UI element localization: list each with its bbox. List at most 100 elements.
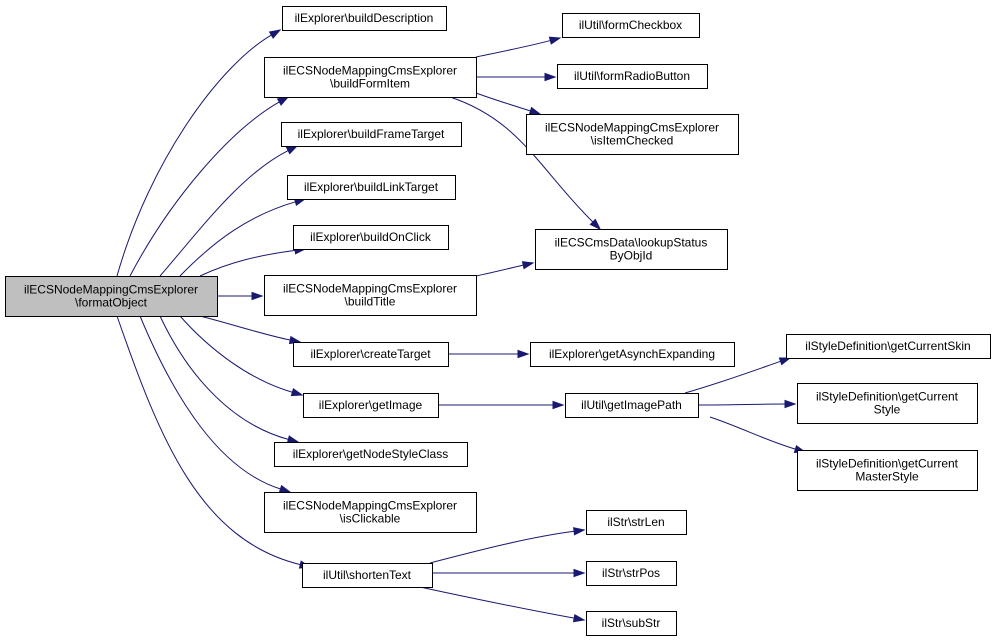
- node-n_sub[interactable]: ilStr\subStr: [586, 611, 677, 636]
- node-label-n_link-0: ilExplorer\buildLinkTarget: [304, 180, 439, 194]
- node-box-n_ctgt[interactable]: [293, 342, 449, 367]
- node-root[interactable]: ilECSNodeMappingCmsExplorer\formatObject: [5, 276, 218, 317]
- node-box-n_click[interactable]: [293, 225, 449, 250]
- node-n_ctgt[interactable]: ilExplorer\createTarget: [293, 342, 449, 367]
- node-label-n_style-1: Style: [874, 403, 901, 417]
- node-n_gimg[interactable]: ilExplorer\getImage: [303, 393, 439, 418]
- node-n_gnsc[interactable]: ilExplorer\getNodeStyleClass: [274, 442, 468, 467]
- node-n_ipath[interactable]: ilUtil\getImagePath: [565, 393, 699, 418]
- edge-root-to-n_form: [129, 101, 280, 277]
- arrowhead-root-to-n_frame: [285, 145, 299, 155]
- edge-n_ipath-to-n_style: [697, 403, 786, 406]
- node-n_click[interactable]: ilExplorer\buildOnClick: [293, 225, 449, 250]
- node-box-n_iscl[interactable]: [264, 492, 477, 533]
- node-box-n_ischk[interactable]: [526, 114, 739, 155]
- arrowhead-root-to-n_iscl: [278, 484, 292, 493]
- edge-n_ipath-to-n_mstyle: [709, 416, 796, 450]
- node-n_async[interactable]: ilExplorer\getAsynchExpanding: [530, 342, 735, 367]
- nodes-layer: ilECSNodeMappingCmsExplorer\formatObject…: [5, 6, 991, 636]
- node-label-n_gimg-0: ilExplorer\getImage: [319, 398, 423, 412]
- node-box-n_slen[interactable]: [586, 510, 687, 535]
- node-n_radio[interactable]: ilUtil\formRadioButton: [557, 64, 708, 89]
- edge-root-to-n_click: [199, 249, 296, 277]
- node-box-n_ipath[interactable]: [565, 393, 699, 418]
- node-n_form[interactable]: ilECSNodeMappingCmsExplorer\buildFormIte…: [264, 57, 477, 98]
- node-box-n_async[interactable]: [530, 342, 735, 367]
- edge-n_title-to-n_look: [475, 264, 524, 277]
- node-label-n_ctgt-0: ilExplorer\createTarget: [310, 347, 431, 361]
- node-box-n_look[interactable]: [535, 229, 728, 270]
- arrowhead-n_form-to-n_radio: [544, 72, 557, 82]
- node-box-n_title[interactable]: [264, 275, 477, 316]
- node-box-n_skin[interactable]: [786, 334, 991, 359]
- node-n_spos[interactable]: ilStr\strPos: [586, 561, 677, 586]
- node-n_slen[interactable]: ilStr\strLen: [586, 510, 687, 535]
- edge-root-to-n_iscl: [139, 315, 281, 490]
- node-label-n_style-0: ilStyleDefinition\getCurrent: [816, 390, 959, 404]
- arrowhead-n_ctgt-to-n_async: [517, 349, 530, 359]
- edges-layer: [116, 29, 807, 623]
- node-label-n_click-0: ilExplorer\buildOnClick: [310, 230, 432, 244]
- arrowhead-root-to-n_form: [276, 96, 290, 106]
- node-label-n_iscl-1: \isClickable: [340, 512, 401, 526]
- node-n_title[interactable]: ilECSNodeMappingCmsExplorer\buildTitle: [264, 275, 477, 316]
- arrowhead-n_form-to-n_chk: [548, 36, 562, 45]
- node-label-n_mstyle-0: ilStyleDefinition\getCurrent: [816, 457, 959, 471]
- node-n_desc[interactable]: ilExplorer\buildDescription: [282, 6, 447, 31]
- node-box-n_chk[interactable]: [562, 13, 700, 38]
- arrowhead-n_title-to-n_look: [521, 261, 535, 270]
- node-label-n_ischk-1: \isItemChecked: [591, 134, 674, 148]
- edge-root-to-n_link: [179, 201, 296, 277]
- node-n_iscl[interactable]: ilECSNodeMappingCmsExplorer\isClickable: [264, 492, 477, 533]
- node-box-n_form[interactable]: [264, 57, 477, 98]
- edge-n_ipath-to-n_skin: [684, 360, 781, 394]
- node-label-n_short-0: ilUtil\shortenText: [323, 568, 412, 582]
- edge-root-to-n_short: [116, 315, 301, 566]
- node-box-n_sub[interactable]: [586, 611, 677, 636]
- node-n_skin[interactable]: ilStyleDefinition\getCurrentSkin: [786, 334, 991, 359]
- node-label-n_radio-0: ilUtil\formRadioButton: [574, 69, 690, 83]
- node-label-root-0: ilECSNodeMappingCmsExplorer: [24, 283, 198, 297]
- node-box-n_radio[interactable]: [557, 64, 708, 89]
- node-box-n_style[interactable]: [797, 383, 978, 424]
- node-n_ischk[interactable]: ilECSNodeMappingCmsExplorer\isItemChecke…: [526, 114, 739, 155]
- node-box-n_mstyle[interactable]: [797, 450, 978, 491]
- node-box-n_spos[interactable]: [586, 561, 677, 586]
- node-label-n_title-1: \buildTitle: [345, 295, 396, 309]
- node-label-n_gnsc-0: ilExplorer\getNodeStyleClass: [293, 447, 448, 461]
- node-box-n_short[interactable]: [302, 563, 433, 588]
- node-n_link[interactable]: ilExplorer\buildLinkTarget: [287, 175, 456, 200]
- node-label-n_look-0: ilECSCmsData\lookupStatus: [555, 236, 708, 250]
- arrowhead-root-to-n_gimg: [290, 388, 304, 397]
- arrowhead-n_ipath-to-n_skin: [778, 357, 792, 366]
- node-label-n_chk-0: ilUtil\formCheckbox: [579, 18, 682, 32]
- edge-root-to-n_ctgt: [199, 315, 291, 341]
- node-box-n_gimg[interactable]: [303, 393, 439, 418]
- arrowhead-n_form-to-n_look: [589, 218, 602, 231]
- node-label-root-1: \formatObject: [75, 296, 148, 310]
- arrowhead-n_short-to-n_spos: [573, 568, 586, 578]
- node-label-n_title-0: ilECSNodeMappingCmsExplorer: [283, 282, 457, 296]
- node-n_short[interactable]: ilUtil\shortenText: [302, 563, 433, 588]
- node-label-n_skin-0: ilStyleDefinition\getCurrentSkin: [805, 339, 970, 353]
- node-label-n_ipath-0: ilUtil\getImagePath: [581, 398, 682, 412]
- node-label-n_form-1: \buildFormItem: [330, 77, 410, 91]
- node-n_frame[interactable]: ilExplorer\buildFrameTarget: [281, 122, 462, 147]
- node-box-n_desc[interactable]: [282, 6, 447, 31]
- edge-n_form-to-n_chk: [475, 40, 551, 58]
- node-box-root[interactable]: [5, 276, 218, 317]
- edge-n_short-to-n_slen: [429, 530, 575, 564]
- edge-root-to-n_frame: [159, 150, 289, 277]
- node-label-n_mstyle-1: MasterStyle: [855, 470, 919, 484]
- node-box-n_frame[interactable]: [281, 122, 462, 147]
- arrowhead-root-to-n_title: [251, 291, 264, 301]
- node-n_chk[interactable]: ilUtil\formCheckbox: [562, 13, 700, 38]
- node-box-n_gnsc[interactable]: [274, 442, 468, 467]
- edge-root-to-n_gnsc: [159, 315, 289, 440]
- node-box-n_link[interactable]: [287, 175, 456, 200]
- node-label-n_iscl-0: ilECSNodeMappingCmsExplorer: [283, 499, 457, 513]
